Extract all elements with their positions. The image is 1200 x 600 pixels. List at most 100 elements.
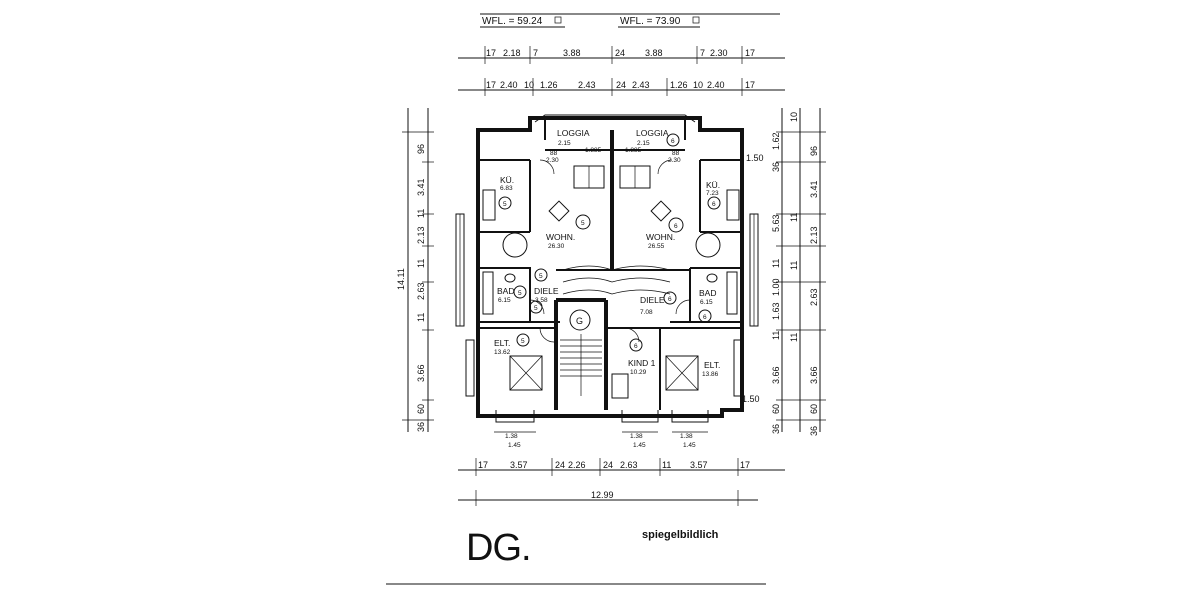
kitchen-counter [482,189,496,221]
dim-text: 2.30 [668,157,681,164]
window-right-lower [733,339,743,397]
dim-text: 3.57 [510,460,528,470]
room-bad-right: BAD [699,288,716,298]
stair-marker-label: G [576,316,583,326]
bed-small [611,373,629,399]
coffee-table [650,200,672,222]
room-kind: KIND 1 [628,358,656,368]
dim-text: 1.50 [746,153,764,163]
dim-text: 10 [693,80,703,90]
dim-text: 88 [672,150,680,157]
dim-text: 11 [789,333,799,342]
room-labels: LOGGIA 2.15 LOGGIA 2.15 88 2.30 88 2.30 … [494,128,720,378]
dim-text: 3.41 [416,178,426,196]
dim-text: 1.45 [683,442,696,449]
dim-text: 3.88 [645,48,663,58]
dim-text: 17 [486,48,496,58]
marker-label: 6 [674,223,678,230]
top-dimension-row-2: 17 2.40 10 1.26 2.43 24 2.43 1.26 10 2.4… [458,78,785,96]
area-elt-right: 13.86 [702,371,719,378]
dormer-mid [621,410,659,423]
area-wohn-left: 26.30 [548,243,565,250]
room-wohn-right: WOHN. [646,232,675,242]
dim-text: 96 [416,144,426,154]
dim-text: 1.38 [630,433,643,440]
dim-text: 2.13 [809,226,819,244]
dim-text: 5.63 [771,214,781,232]
dining-table [695,232,721,258]
marker-circle [666,133,680,147]
wfl-right-label: WFL. = 73.90 [620,16,681,27]
dim-text: 3.66 [809,366,819,384]
marker-label: 6 [712,201,716,208]
marker-circle [629,338,643,352]
room-kueche-right: KÜ. [706,180,720,190]
marker-circle [668,217,684,233]
door-swing [539,159,555,175]
bottom-window-dims: 1.38 1.45 1.38 1.45 1.38 1.45 [494,431,708,449]
area-elt-left: 13.62 [494,349,511,356]
dim-text: 24 [555,460,565,470]
dim-text: 7 [700,48,705,58]
left-dimensions: 14.11 96 3.41 11 2.13 11 2.63 11 3.66 60… [396,108,434,432]
area-bad-left: 6.15 [498,297,511,304]
dim-text: 11 [416,259,426,268]
area-kueche-right: 7.23 [706,190,719,197]
dim-text: 11 [416,313,426,322]
marker-label: 5 [521,338,525,345]
door-swing [657,159,673,175]
marker-circle [516,333,530,347]
bathtub [726,271,738,315]
dim-text: 2.40 [707,80,725,90]
dim-text: 2.40 [500,80,518,90]
marker-label: 5 [539,273,543,280]
dim-text: 1.38 [505,433,518,440]
wfl-header: WFL. = 59.24 WFL. = 73.90 [480,13,780,28]
marker-circle [529,300,543,314]
top-dimension-row-1: 17 2.18 7 3.88 24 3.88 7 2.30 17 [458,46,785,64]
door-swing [675,299,691,315]
area-kind: 10.29 [630,369,647,376]
wfl-left-label: WFL. = 59.24 [482,16,543,27]
area-wohn-right: 26.55 [648,243,665,250]
dim-text: 2.63 [416,282,426,300]
marker-label: 5 [518,290,522,297]
marker-circle [698,309,712,323]
bed [665,355,699,391]
dim-text: 2.43 [578,80,596,90]
dim-text: 17 [740,460,750,470]
square-symbol [554,16,562,24]
stair-treads [611,265,671,295]
kitchen-left-walls [478,159,531,233]
dim-text: 2.13 [416,226,426,244]
dim-text: 24 [616,80,626,90]
dim-text: 3.88 [563,48,581,58]
dim-text: 3.57 [690,460,708,470]
dim-text: 2.43 [632,80,650,90]
dim-text: 1.63 [771,302,781,320]
dim-text: 1.26 [540,80,558,90]
marker-label: 6 [634,343,638,350]
dim-text: 96 [809,146,819,156]
unit-markers: 5 5 5 5 5 5 6 6 6 6 6 6 [498,133,721,352]
marker-circle [513,285,527,299]
building-walls [455,114,759,423]
dim-text: 36 [416,422,426,432]
marker-circle [663,291,677,305]
room-kueche-left: KÜ. [500,175,514,185]
room-wohn-left: WOHN. [546,232,575,242]
dim-text: 1.38 [680,433,693,440]
bathtub [482,271,494,315]
marker-circle [498,196,512,210]
area-loggia-left: 2.15 [558,140,571,147]
dim-text: 1.45 [508,442,521,449]
door-swing [539,327,555,343]
area-diele-right: 7.08 [640,309,653,316]
dim-text: 36 [809,426,819,436]
dim-text: 3.41 [809,180,819,198]
loggia-edges [529,118,701,140]
dim-text: 2.63 [620,460,638,470]
dim-text: 3.66 [416,364,426,382]
marker-label: 6 [671,138,675,145]
